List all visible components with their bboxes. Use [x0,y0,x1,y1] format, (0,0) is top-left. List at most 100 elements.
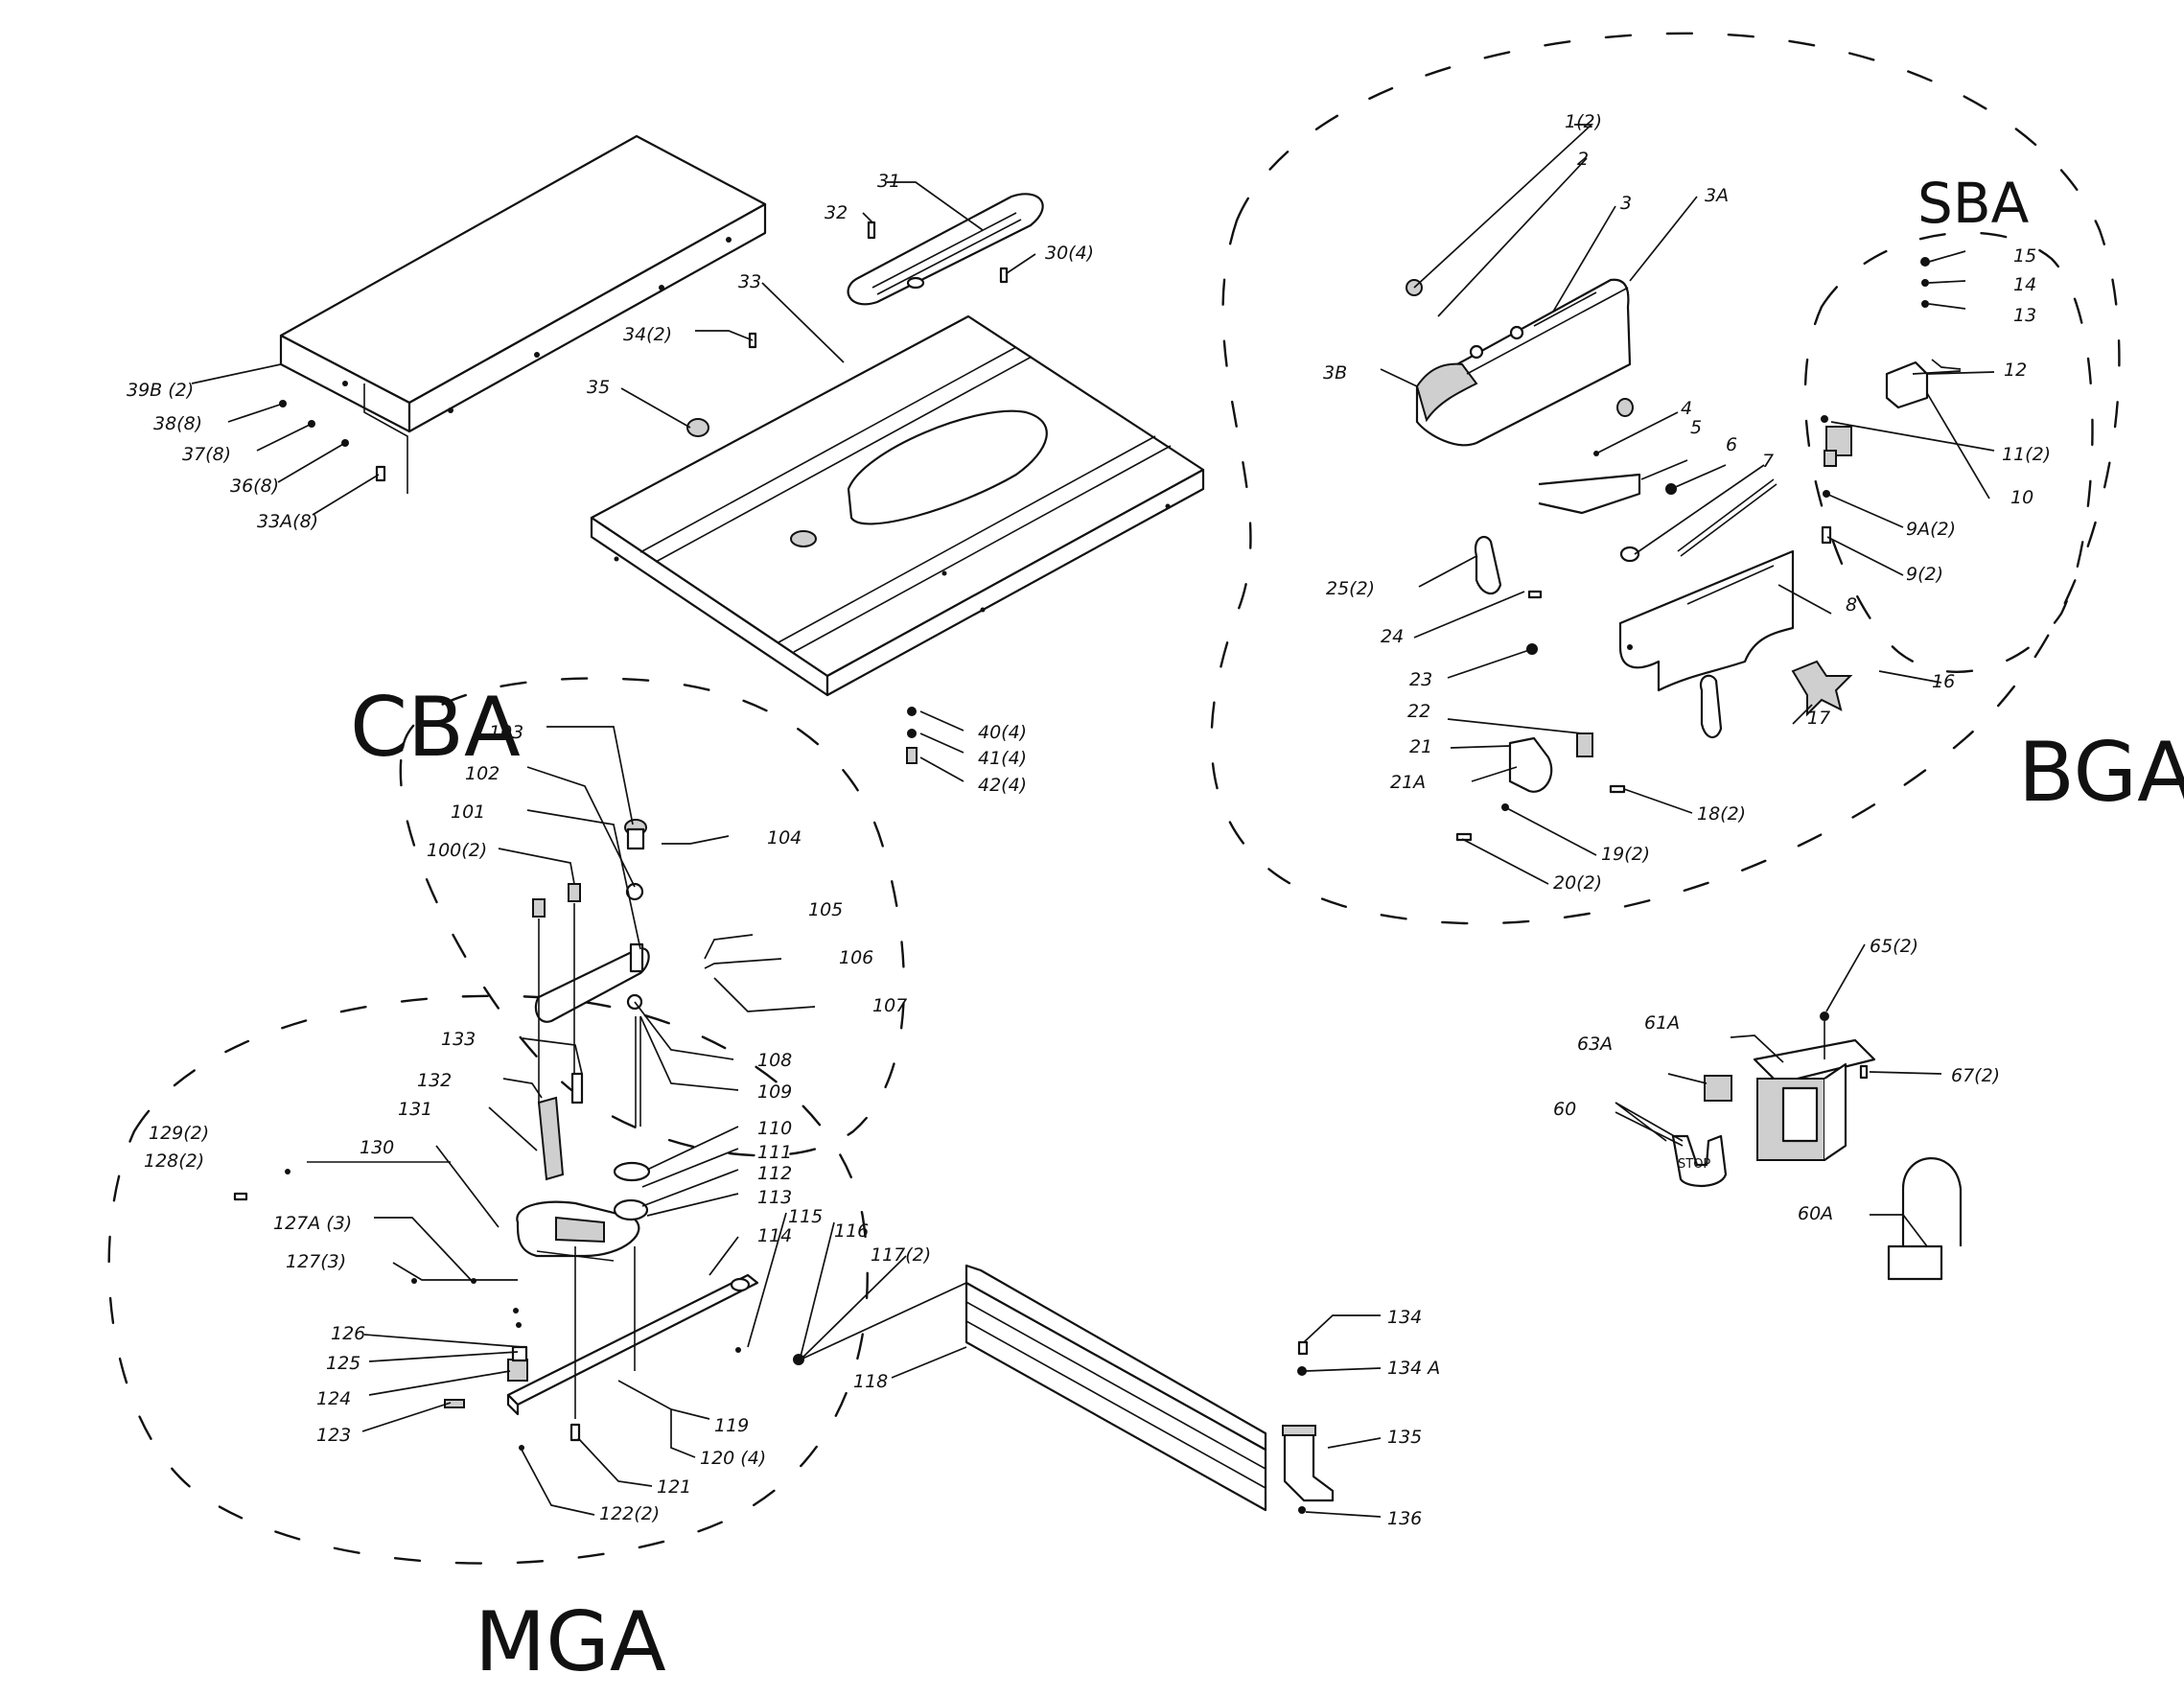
label-125: 125 [326,1353,360,1374]
label-107: 107 [872,995,907,1016]
label-130: 130 [360,1137,394,1158]
label-22: 22 [1407,701,1430,722]
label-65: 65(2) [1870,936,1918,957]
label-100: 100(2) [427,840,487,861]
label-126: 126 [331,1323,365,1344]
label-42: 42(4) [978,775,1027,796]
label-3: 3 [1620,193,1632,214]
label-113: 113 [757,1187,792,1208]
label-60: 60 [1553,1099,1576,1120]
label-115: 115 [788,1206,823,1227]
label-18: 18(2) [1697,803,1746,825]
label-5: 5 [1690,417,1702,438]
fence-extrusion [964,1264,1267,1512]
label-33a: 33A(8) [257,511,318,532]
label-14: 14 [2013,274,2036,295]
safety-key [1901,1157,1963,1246]
label-104: 104 [767,827,802,848]
label-116: 116 [834,1220,869,1242]
label-127: 127(3) [286,1251,346,1272]
label-124: 124 [316,1388,351,1409]
label-37: 37(8) [182,444,231,465]
label-30: 30(4) [1045,243,1094,264]
label-8: 8 [1846,594,1857,616]
splitter [1618,549,1795,692]
bga-boundary [1210,32,2121,925]
label-38: 38(8) [153,413,202,434]
label-16: 16 [1932,671,1955,692]
label-101: 101 [451,802,485,823]
miter-gauge-head [516,1200,640,1262]
sba-boundary [1803,231,2094,673]
extension-wing [279,134,767,494]
label-39b: 39B (2) [127,380,194,401]
assembly-label-sba: SBA [1917,171,2030,236]
label-15: 15 [2013,245,2036,267]
label-131: 131 [398,1099,432,1120]
label-63a: 63A [1577,1034,1613,1055]
label-13: 13 [2013,305,2036,326]
label-6: 6 [1726,434,1737,455]
miter-bar [506,1273,759,1416]
label-117: 117(2) [871,1244,931,1266]
label-21a: 21A [1390,772,1426,793]
label-3a: 3A [1705,185,1729,206]
main-table [590,314,1205,697]
label-60a: 60A [1798,1203,1833,1224]
label-134a: 134 A [1387,1358,1440,1379]
assembly-label-bga: BGA [2018,725,2184,821]
label-136: 136 [1387,1508,1422,1529]
blade-guard [1415,278,1632,447]
label-112: 112 [757,1163,792,1184]
label-111: 111 [757,1142,792,1163]
label-24: 24 [1381,626,1404,647]
label-19: 19(2) [1601,844,1650,865]
label-11: 11(2) [2002,444,2051,465]
label-134: 134 [1387,1307,1422,1328]
part-number-labels: 1(2) 2 3 3A 3B 4 5 6 7 8 9(2) 9A(2) 10 1… [127,111,2051,1529]
clamp-arm [534,947,650,1023]
label-10: 10 [2010,487,2033,508]
label-135: 135 [1387,1427,1422,1448]
stop-key [1671,1134,1728,1187]
label-17: 17 [1807,708,1830,729]
screw-32 [867,221,876,240]
label-121: 121 [657,1476,691,1498]
label-1: 1(2) [1565,111,1602,132]
label-34: 34(2) [623,324,672,345]
label-110: 110 [757,1118,792,1139]
label-119: 119 [714,1415,749,1436]
label-20: 20(2) [1553,872,1602,894]
label-122: 122(2) [599,1503,660,1524]
label-61a: 61A [1644,1012,1680,1034]
label-102: 102 [465,763,500,784]
label-67: 67(2) [1951,1065,2000,1086]
label-3b: 3B [1323,362,1347,384]
label-108: 108 [757,1050,792,1071]
assembly-label-cba: CBA [350,680,521,776]
leader-lines [191,124,1995,1518]
screw-30 [999,267,1009,284]
label-31: 31 [877,171,900,192]
label-2: 2 [1577,149,1589,170]
plug-35 [686,418,709,437]
label-40: 40(4) [978,722,1027,743]
label-114: 114 [757,1225,792,1246]
label-127a: 127A (3) [273,1213,352,1234]
label-35: 35 [587,377,610,398]
label-12: 12 [2004,360,2027,381]
label-9a: 9A(2) [1906,519,1956,540]
label-25: 25(2) [1326,578,1375,599]
label-21: 21 [1409,736,1432,757]
throat-plate [847,193,1044,306]
assembly-label-mga: MGA [475,1594,666,1690]
label-120: 120 (4) [700,1448,766,1469]
mga-boundary [107,994,869,1565]
fence-bracket [1282,1425,1335,1502]
label-4: 4 [1681,398,1692,419]
label-133: 133 [441,1029,476,1050]
label-103: 103 [489,722,523,743]
cba-boundary [399,677,905,1157]
label-9: 9(2) [1906,564,1943,585]
